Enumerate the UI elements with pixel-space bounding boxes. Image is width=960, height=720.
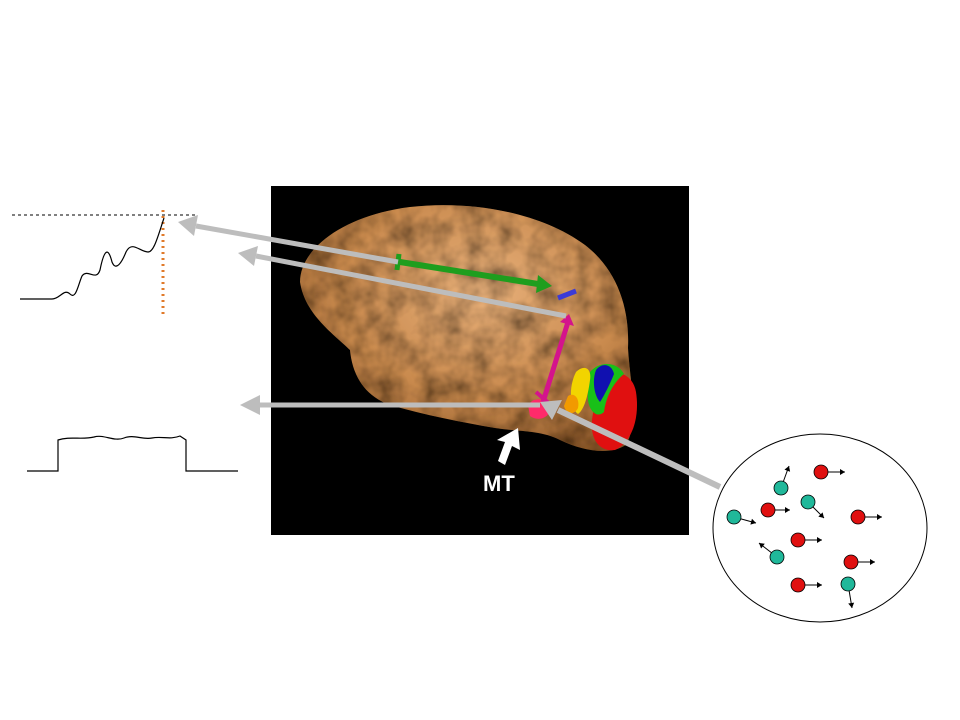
visual-area-blue <box>593 365 614 402</box>
ramping-response-trace <box>12 210 195 316</box>
integration-readout-arrow-line <box>255 253 567 319</box>
motion-vector-head <box>759 543 765 549</box>
signal-dot <box>843 554 859 570</box>
readout-arrows <box>178 215 722 490</box>
signal-dot <box>850 509 866 525</box>
signal-dot <box>813 464 829 480</box>
sustained-firing-rate-curve <box>27 435 238 472</box>
motion-vector-head <box>818 512 824 518</box>
motion-vector-head <box>784 466 791 472</box>
sustained-response-trace <box>27 435 238 472</box>
signal-dot <box>790 577 806 593</box>
signal-dot <box>790 532 806 548</box>
motion-vector-head <box>750 518 756 525</box>
ramp-readout-arrowhead <box>178 215 198 236</box>
accumulation-pathway <box>399 259 539 287</box>
noise-dot <box>840 576 856 592</box>
noise-dot <box>769 549 785 565</box>
integration-readout-arrowhead <box>238 246 258 266</box>
ramping-firing-rate-curve <box>20 217 165 300</box>
noise-dot <box>773 480 789 496</box>
cortex-surface <box>300 205 634 452</box>
visual-area-orange <box>564 394 579 414</box>
noise-dot <box>800 494 816 510</box>
integration-pathway <box>540 321 571 403</box>
mt-pointer-arrow <box>497 428 520 465</box>
motion-vector-head <box>870 559 875 565</box>
motion-vector-head <box>848 602 855 608</box>
motion-vector-head <box>817 582 822 588</box>
mt-label: MT <box>483 471 515 496</box>
motion-vector-head <box>817 537 822 543</box>
accumulation-arrowhead <box>536 275 552 293</box>
pathway-arrows <box>394 253 577 408</box>
motion-vector-head <box>785 507 790 513</box>
random-dot-motion-icon <box>712 433 928 623</box>
stimulus-aperture <box>712 433 928 623</box>
motion-dots <box>726 464 882 609</box>
short-link-segment <box>557 288 577 301</box>
ramp-readout-arrow-line <box>195 223 399 265</box>
noise-dot <box>726 509 742 525</box>
mt-readout-arrowhead <box>240 395 260 415</box>
brain-hemisphere <box>300 205 634 452</box>
motion-vector-head <box>840 469 845 475</box>
mt-annotation: MT <box>483 428 520 496</box>
stimulus-input-arrow-line <box>556 407 722 490</box>
integration-arrowhead <box>560 314 574 326</box>
stimulus-input-arrowhead <box>540 400 562 420</box>
motion-vector-head <box>877 514 882 520</box>
signal-dot <box>760 502 776 518</box>
